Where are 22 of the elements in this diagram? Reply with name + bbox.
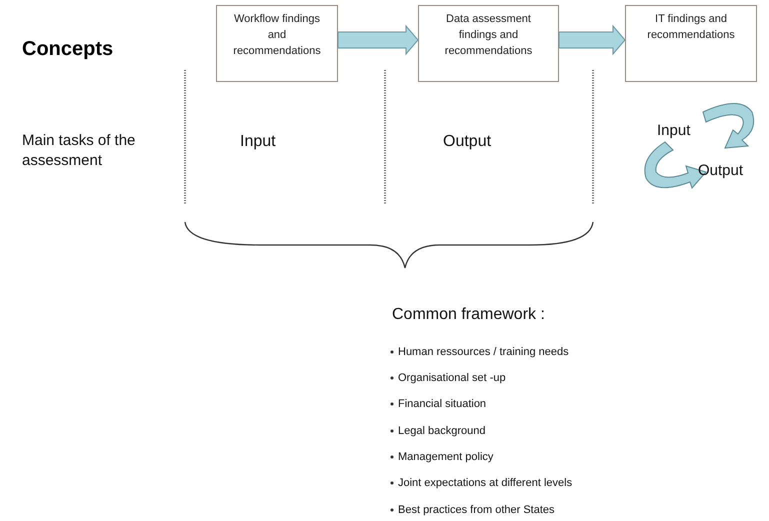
phase-label: Output <box>698 161 744 181</box>
framework-item: Organisational set -up <box>398 371 506 386</box>
framework-item: Joint expectations at different levels <box>398 476 572 491</box>
framework-item: Best practices from other States <box>398 503 555 518</box>
finding-box <box>418 5 559 82</box>
finding-box <box>625 5 757 82</box>
framework-item: Financial situation <box>398 397 486 412</box>
phase-label: Input <box>240 132 276 152</box>
box-text: Data assessment findings and recommendations <box>444 12 534 59</box>
box-text: IT findings and recommendations <box>646 12 736 43</box>
framework-heading: Common framework : <box>392 305 545 325</box>
finding-box <box>216 5 338 82</box>
phase-label: Input <box>657 121 690 141</box>
framework-item: Legal background <box>398 424 486 439</box>
box-text: Workflow findings and recommendations <box>232 12 322 59</box>
framework-item: Management policy <box>398 450 494 465</box>
block-arrow <box>338 24 419 56</box>
framework-item: Human ressources / training needs <box>398 345 569 360</box>
phase-label: Output <box>443 132 492 152</box>
block-arrow <box>558 24 626 56</box>
title: Concepts <box>22 38 114 61</box>
task-heading: Main tasks of the assessment <box>22 131 136 172</box>
